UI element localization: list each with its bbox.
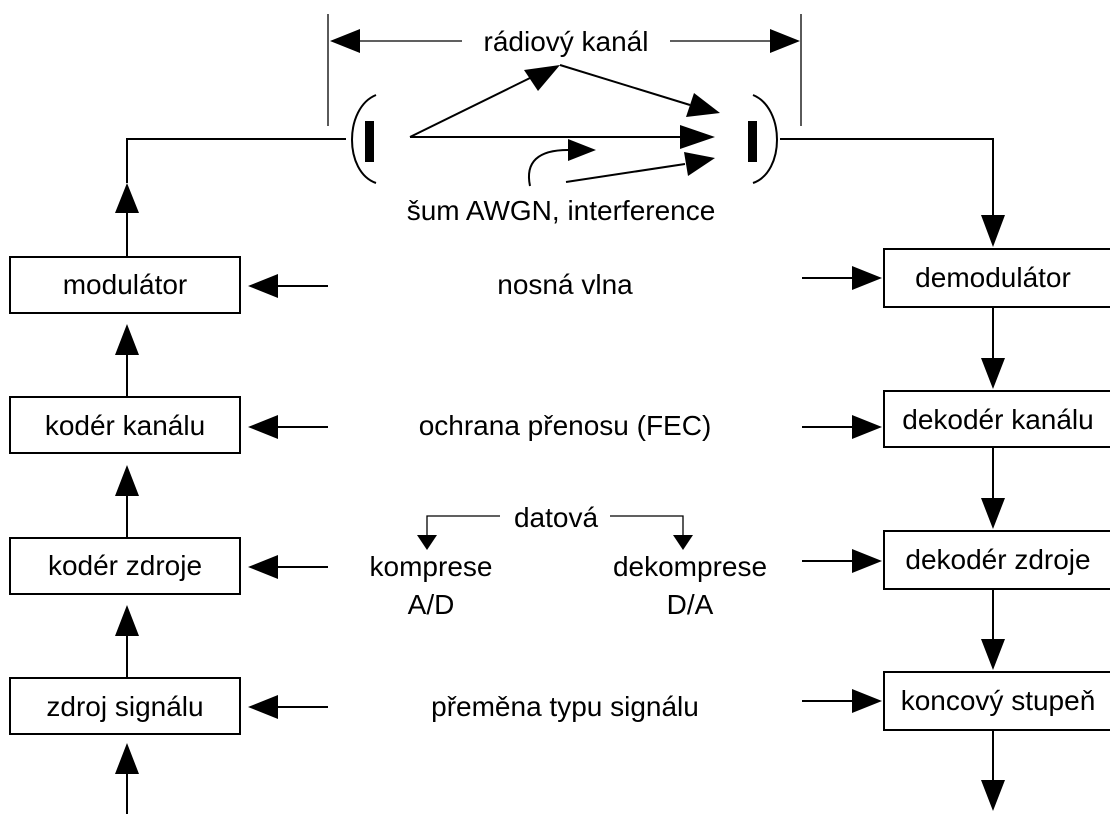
block-modulator-label: modulátor (63, 269, 188, 300)
noise-curl (527, 149, 569, 187)
block-koder-zdroje (9, 537, 241, 595)
reflected-path-up (409, 77, 531, 138)
block-demodulator (883, 248, 1110, 308)
reflected-path-down (559, 64, 691, 106)
datova-arrowhead-right (673, 535, 693, 550)
datova-arrowhead-left (417, 535, 437, 550)
arrow-decompression-to-decoder (852, 549, 882, 573)
noise-path-arrowhead (684, 152, 715, 176)
fec-label: ochrana přenosu (FEC) (419, 410, 712, 441)
rx-output-arrowhead (981, 780, 1005, 811)
block-modulator (9, 256, 241, 314)
tx-feed-line (126, 138, 346, 183)
tx-arrow-2 (115, 465, 139, 496)
arrow-compression-to-coder (248, 555, 278, 579)
block-koder-kanalu-label: kodér kanálu (45, 410, 205, 441)
arrow-carrier-to-modulator (248, 274, 278, 298)
datova-bracket-right (610, 515, 684, 536)
reflected-path-down-arrowhead (686, 93, 720, 117)
block-dekoder-kanalu-label: dekodér kanálu (902, 404, 1093, 435)
rx-arrow-1 (981, 358, 1005, 389)
transmitter-chain: zdroj signálu kodér zdroje kodér kanálu … (9, 138, 346, 814)
tx-antenna (351, 94, 377, 184)
channel-label: rádiový kanál (484, 26, 649, 57)
rx-arrow-2 (981, 498, 1005, 529)
noise-path (565, 163, 686, 183)
tx-input-arrowhead (115, 743, 139, 774)
block-koncovy-stupen-label: koncový stupeň (901, 685, 1096, 716)
decompression-da-label: D/A (667, 589, 714, 620)
arrow-conversion-to-output (852, 689, 882, 713)
block-koncovy-stupen (883, 671, 1110, 731)
reflected-path-up-arrowhead (524, 65, 560, 91)
propagation-paths (409, 64, 720, 187)
block-zdroj-signalu-label: zdroj signálu (46, 691, 203, 722)
arrow-conversion-to-source (248, 695, 278, 719)
rx-arrow-0 (981, 215, 1005, 247)
compression-label: komprese (370, 551, 493, 582)
arrow-fec-to-decoder (852, 415, 882, 439)
radio-channel (327, 14, 802, 126)
noise-label: šum AWGN, interference (407, 195, 716, 226)
function-arrows (248, 266, 882, 719)
block-demodulator-label: demodulátor (915, 262, 1071, 293)
block-dekoder-zdroje (883, 530, 1110, 590)
rx-antenna (748, 94, 778, 184)
arrow-fec-to-coder (248, 415, 278, 439)
block-koder-kanalu (9, 396, 241, 454)
compression-ad-label: A/D (408, 589, 455, 620)
decompression-label: dekomprese (613, 551, 767, 582)
direct-path-arrowhead (680, 125, 715, 149)
tx-arrow-1 (115, 324, 139, 355)
block-zdroj-signalu (9, 677, 241, 735)
block-dekoder-kanalu (883, 390, 1110, 448)
block-koder-zdroje-label: kodér zdroje (48, 550, 202, 581)
tx-arrow-3 (115, 605, 139, 636)
arrow-carrier-to-demodulator (852, 266, 882, 290)
block-dekoder-zdroje-label: dekodér zdroje (905, 544, 1090, 575)
channel-span-arrowhead-left (330, 29, 360, 53)
receiver-chain: demodulátor dekodér kanálu dekodér zdroj… (780, 138, 1110, 811)
channel-span-arrowhead-right (770, 29, 800, 53)
datova-bracket-left (426, 515, 500, 536)
conversion-label: přeměna typu signálu (431, 691, 699, 722)
tx-arrow-0 (115, 183, 139, 213)
rx-feed-line (780, 138, 994, 215)
carrier-label: nosná vlna (497, 269, 633, 300)
data-label: datová (514, 502, 598, 533)
rx-arrow-3 (981, 639, 1005, 670)
noise-curl-arrowhead (568, 139, 596, 161)
